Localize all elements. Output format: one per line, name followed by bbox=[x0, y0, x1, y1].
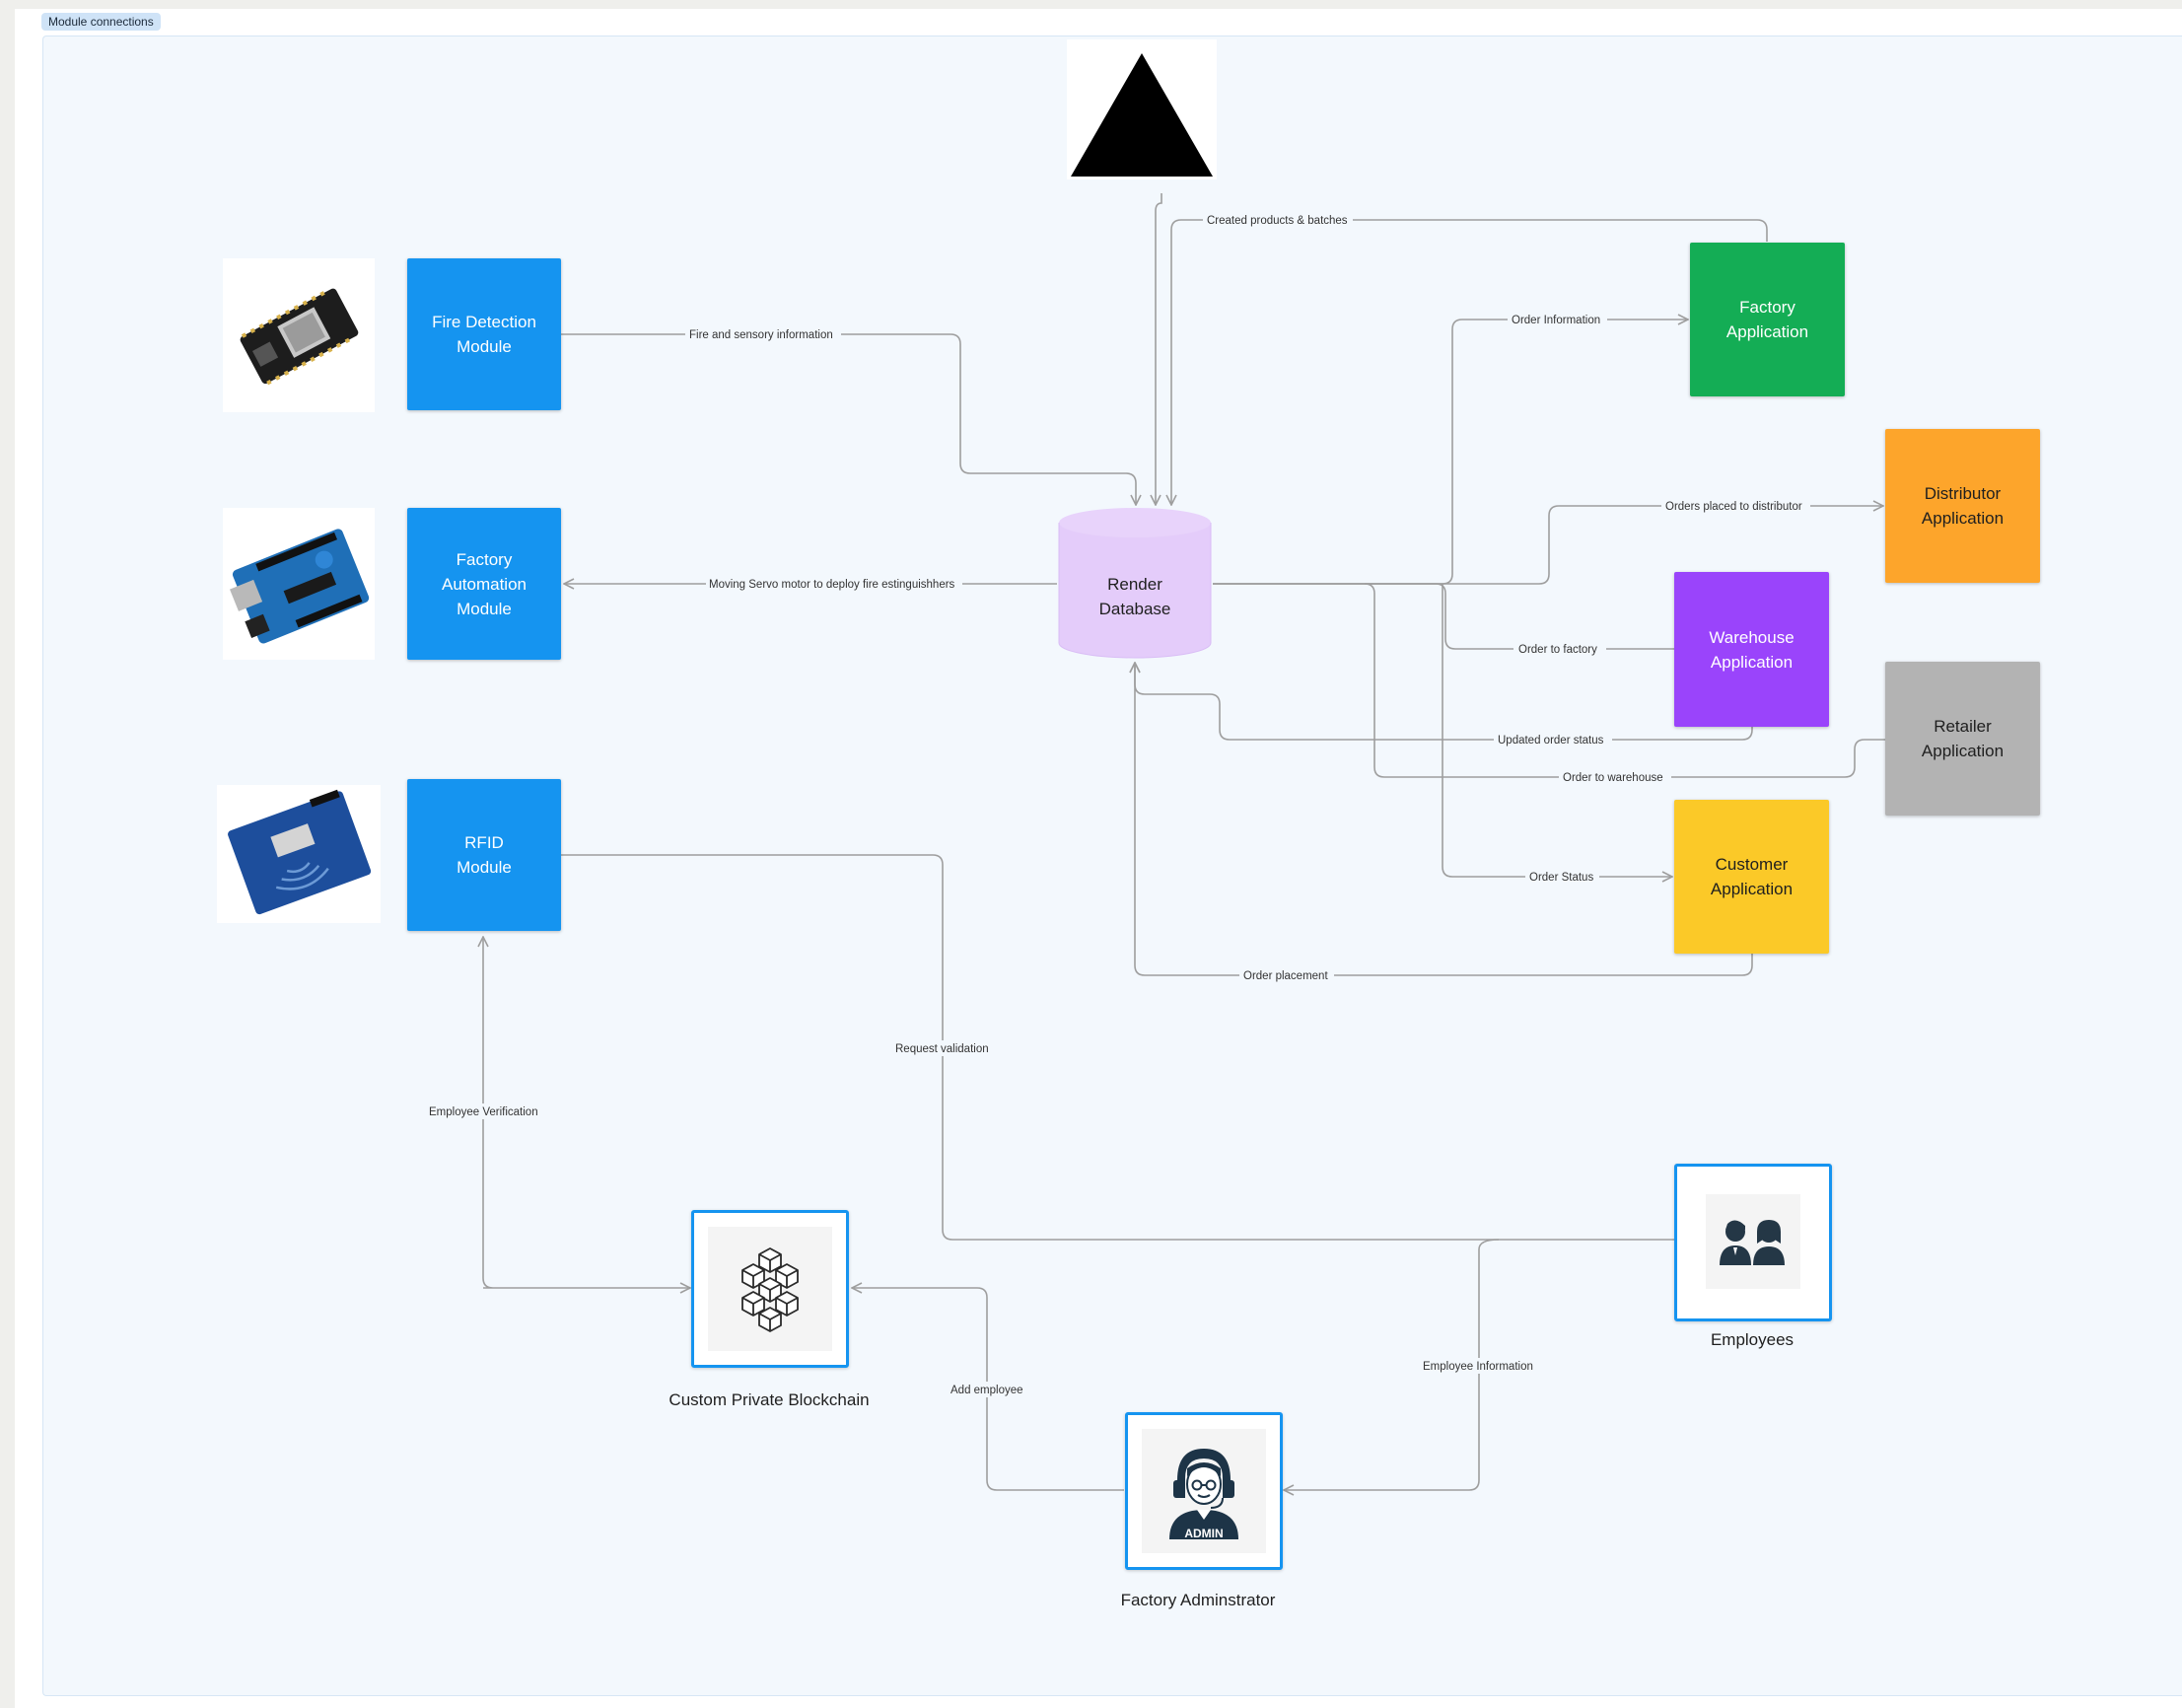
administrator-image: ADMIN bbox=[1142, 1429, 1266, 1553]
link-fire-db bbox=[561, 333, 1136, 505]
link-db-distributor bbox=[1213, 506, 1883, 585]
administrator-node[interactable]: ADMIN bbox=[1125, 1412, 1283, 1570]
blockchain-node[interactable] bbox=[691, 1210, 849, 1368]
distributor-application[interactable]: Distributor Application bbox=[1885, 429, 2040, 583]
label-fire-info: Fire and sensory information bbox=[689, 329, 833, 341]
rfid-reader-icon bbox=[228, 789, 372, 915]
warehouse-application[interactable]: Warehouse Application bbox=[1674, 572, 1829, 727]
label-orders-distributor: Orders placed to distributor bbox=[1665, 501, 1802, 513]
label-employee-verification: Employee Verification bbox=[429, 1106, 538, 1118]
employees-node[interactable] bbox=[1674, 1164, 1832, 1321]
blockchain-image bbox=[708, 1227, 832, 1351]
fire-detection-module[interactable]: Fire Detection Module bbox=[407, 258, 561, 410]
arduino-board-icon bbox=[230, 529, 370, 644]
employees-caption: Employees bbox=[1710, 1330, 1795, 1349]
label-request-validation: Request validation bbox=[895, 1043, 989, 1055]
distributor-application-label: Distributor Application bbox=[1921, 484, 2005, 528]
employees-icon bbox=[1720, 1220, 1785, 1265]
label-add-employee: Add employee bbox=[950, 1385, 1023, 1396]
label-employee-information: Employee Information bbox=[1423, 1361, 1533, 1373]
label-order-information: Order Information bbox=[1512, 315, 1600, 326]
factory-automation-label: Factory Automation Module bbox=[442, 549, 527, 618]
customer-application[interactable]: Customer Application bbox=[1674, 800, 1829, 954]
link-employees-admin bbox=[1284, 1239, 1500, 1490]
render-database[interactable] bbox=[1057, 507, 1213, 661]
link-rfid-validation bbox=[561, 854, 1674, 1241]
factory-application-label: Factory Application bbox=[1725, 298, 1809, 341]
link-db-factory bbox=[1213, 320, 1688, 585]
rfid-label: RFID Module bbox=[457, 833, 512, 877]
fire-detection-label: Fire Detection Module bbox=[432, 313, 536, 356]
label-created-products: Created products & batches bbox=[1207, 215, 1348, 227]
link-warehouse-status bbox=[1135, 663, 1753, 741]
render-database-label: Render Database bbox=[1098, 575, 1171, 618]
link-retailer-db bbox=[1364, 583, 1885, 778]
employees-image bbox=[1706, 1194, 1800, 1289]
esp-board-image bbox=[223, 258, 375, 412]
frame-title[interactable]: Module connections bbox=[41, 13, 161, 31]
customer-application-label: Customer Application bbox=[1710, 855, 1794, 898]
esp-board-icon bbox=[240, 288, 359, 386]
factory-automation-module[interactable]: Factory Automation Module bbox=[407, 508, 561, 660]
factory-application[interactable]: Factory Application bbox=[1690, 243, 1845, 396]
link-db-customer bbox=[1442, 584, 1672, 877]
link-factory-db bbox=[1171, 219, 1768, 505]
arduino-board-image bbox=[223, 508, 375, 660]
label-updated-status: Updated order status bbox=[1498, 735, 1604, 747]
label-order-to-warehouse: Order to warehouse bbox=[1563, 772, 1663, 784]
retailer-application[interactable]: Retailer Application bbox=[1885, 662, 2040, 816]
administrator-caption: Factory Adminstrator bbox=[1120, 1591, 1276, 1609]
blockchain-caption: Custom Private Blockchain bbox=[669, 1390, 870, 1409]
rfid-module[interactable]: RFID Module bbox=[407, 779, 561, 931]
rfid-reader-image bbox=[217, 785, 381, 923]
admin-icon: ADMIN bbox=[1169, 1449, 1238, 1540]
link-blockchain-rfid bbox=[483, 937, 494, 1289]
logo-image bbox=[1067, 39, 1217, 179]
label-servo: Moving Servo motor to deploy fire esting… bbox=[709, 579, 955, 591]
warehouse-application-label: Warehouse Application bbox=[1709, 627, 1795, 672]
label-order-status: Order Status bbox=[1529, 872, 1593, 884]
label-order-placement: Order placement bbox=[1243, 970, 1328, 982]
triangle-logo-icon bbox=[1071, 53, 1213, 177]
link-logo-db bbox=[1156, 193, 1162, 505]
label-order-to-factory: Order to factory bbox=[1518, 644, 1597, 656]
link-warehouse-db bbox=[1213, 583, 1674, 650]
admin-badge-label: ADMIN bbox=[1184, 1527, 1223, 1540]
retailer-application-label: Retailer Application bbox=[1921, 717, 2005, 760]
link-customer-db bbox=[1135, 663, 1753, 976]
blockchain-cubes-icon bbox=[741, 1247, 799, 1332]
